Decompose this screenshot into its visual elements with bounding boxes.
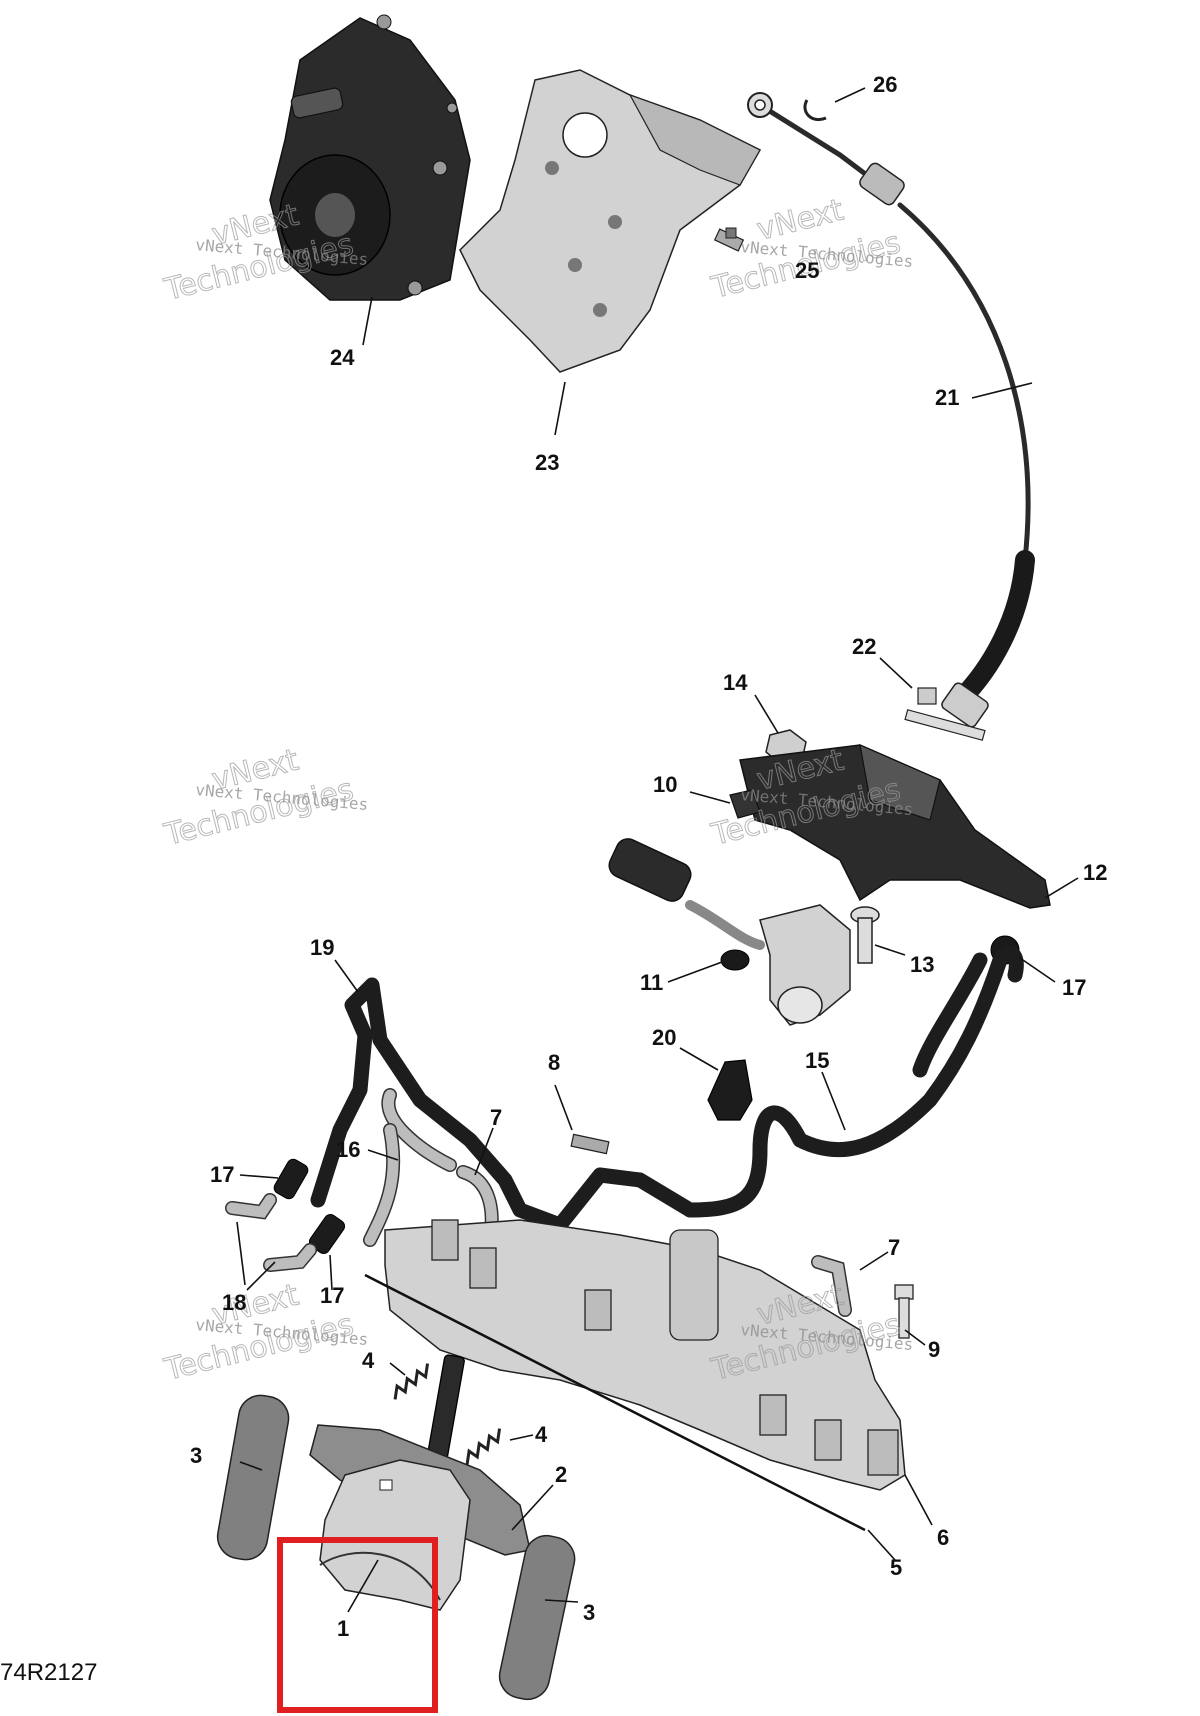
callout-3-left: 3	[190, 1443, 202, 1468]
part-11-sensor[interactable]	[605, 835, 851, 1026]
callout-6: 6	[937, 1525, 949, 1550]
callout-16: 16	[336, 1137, 360, 1162]
part-12-lever-housing[interactable]	[739, 743, 1051, 909]
part-3-roller-left[interactable]	[214, 1392, 292, 1563]
callout-8: 8	[548, 1050, 560, 1075]
callout-10: 10	[653, 772, 677, 797]
part-18-elbows[interactable]	[225, 1193, 317, 1272]
callout-20: 20	[652, 1025, 676, 1050]
part-8-pin[interactable]	[570, 1133, 610, 1155]
part-10-block[interactable]	[729, 789, 761, 819]
callout-22: 22	[852, 634, 876, 659]
part-15-hose[interactable]	[682, 945, 1024, 1218]
part-16-light-hose[interactable]	[363, 1088, 457, 1247]
callout-17-upper: 17	[1062, 975, 1086, 1000]
part-26-clip[interactable]	[803, 99, 827, 121]
callouts: 26 25 24 23 21 22 14 10 12 13 11 17 19 2…	[190, 72, 1107, 1641]
callout-17-lower: 17	[320, 1283, 344, 1308]
part-22-bolt[interactable]	[904, 687, 986, 741]
part-25-screw[interactable]	[713, 227, 745, 252]
callout-3-right: 3	[583, 1600, 595, 1625]
callout-14: 14	[723, 670, 748, 695]
part-5-gasket[interactable]	[364, 1273, 866, 1532]
callout-17-left: 17	[210, 1162, 234, 1187]
watermark-mid-left: vNext vNext Technologies Technologies	[160, 742, 369, 853]
callout-1: 1	[337, 1616, 349, 1641]
callout-15: 15	[805, 1048, 829, 1073]
part-9-bolt[interactable]	[894, 1284, 914, 1339]
part-20-vent-valve[interactable]	[707, 1059, 753, 1121]
callout-4-lower: 4	[535, 1422, 548, 1447]
callout-7-right: 7	[888, 1235, 900, 1260]
callout-24: 24	[330, 345, 355, 370]
part-4-spring-upper[interactable]	[390, 1357, 432, 1407]
reference-code: 74R2127	[0, 1659, 97, 1686]
part-1-shift-fork[interactable]	[319, 1459, 471, 1611]
callout-7-upper: 7	[490, 1105, 502, 1130]
leader-lines	[236, 87, 1079, 1613]
part-4-spring-lower[interactable]	[462, 1422, 504, 1472]
part-17-filter-left-upper[interactable]	[272, 1157, 310, 1201]
callout-21: 21	[935, 385, 959, 410]
highlight-box	[277, 1537, 438, 1713]
callout-26: 26	[873, 72, 897, 97]
callout-4-upper: 4	[362, 1348, 375, 1373]
callout-19: 19	[310, 935, 334, 960]
part-7-fitting-right[interactable]	[811, 1255, 852, 1317]
callout-9: 9	[928, 1337, 940, 1362]
callout-13: 13	[910, 952, 934, 977]
callout-25: 25	[795, 258, 819, 283]
part-23-bracket[interactable]	[459, 69, 762, 373]
part-21-shift-cable[interactable]	[747, 92, 1035, 729]
callout-23: 23	[535, 450, 559, 475]
part-6-housing[interactable]	[384, 1219, 906, 1491]
part-24-actuator-motor[interactable]	[269, 14, 471, 301]
part-3-roller-right[interactable]	[495, 1532, 578, 1704]
part-19-hose[interactable]	[310, 977, 698, 1233]
callout-12: 12	[1083, 860, 1107, 885]
callout-11: 11	[640, 970, 663, 995]
callout-18: 18	[222, 1290, 246, 1315]
part-13-bolt[interactable]	[850, 906, 880, 964]
callout-5: 5	[890, 1555, 902, 1580]
callout-2: 2	[555, 1462, 567, 1487]
